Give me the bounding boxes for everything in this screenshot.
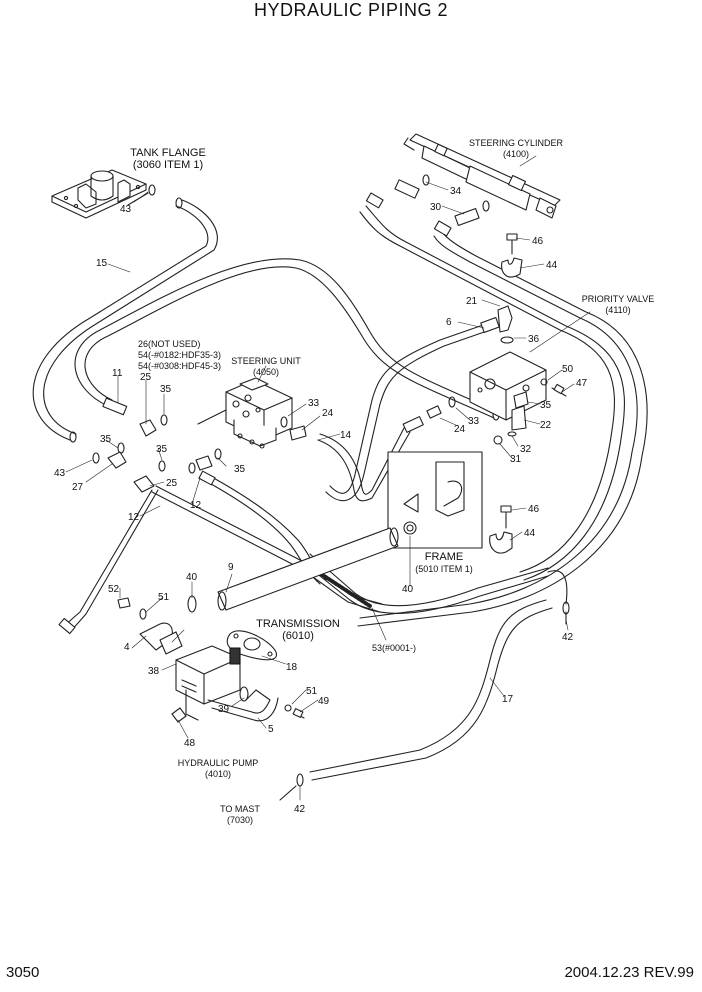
callout-11: 11 — [112, 368, 123, 379]
label-hydraulic-pump: HYDRAULIC PUMP — [178, 758, 259, 768]
tank-flange-part — [51, 169, 156, 219]
callout-39: 39 — [218, 704, 230, 715]
hose-6 — [325, 317, 500, 502]
steering-unit-fittings — [92, 414, 307, 493]
callout-44: 44 — [546, 260, 558, 271]
pipe-9 — [217, 527, 399, 611]
label-to-mast-ref: (7030) — [227, 815, 253, 825]
component-labels: TANK FLANGE (3060 ITEM 1) STEERING CYLIN… — [130, 138, 654, 825]
callout-4: 4 — [124, 642, 130, 653]
callout-24: 24 — [454, 424, 466, 435]
label-note-53: 53(#0001-) — [372, 643, 416, 653]
callout-24: 24 — [322, 408, 334, 419]
label-steering-cylinder-ref: (4100) — [503, 149, 529, 159]
label-tank-flange: TANK FLANGE — [130, 147, 206, 159]
clamp-44-lower — [489, 505, 513, 554]
callout-6: 6 — [446, 317, 452, 328]
callout-44: 44 — [524, 528, 536, 539]
callout-33: 33 — [308, 398, 320, 409]
callout-35: 35 — [540, 400, 552, 411]
label-steering-unit-ref: (4050) — [253, 367, 279, 377]
callout-49: 49 — [318, 696, 330, 707]
label-note-54a: 54(-#0182:HDF35-3) — [138, 350, 221, 360]
callout-46: 46 — [528, 504, 540, 515]
callout-25: 25 — [166, 478, 178, 489]
callout-43: 43 — [54, 468, 66, 479]
label-not-used-26: 26(NOT USED) — [138, 339, 200, 349]
callout-27: 27 — [72, 482, 84, 493]
callout-51: 51 — [158, 592, 170, 603]
callout-42: 42 — [562, 632, 574, 643]
callout-36: 36 — [528, 334, 540, 345]
callout-22: 22 — [540, 420, 552, 431]
label-transmission: TRANSMISSION — [256, 618, 340, 630]
callout-51: 51 — [306, 686, 318, 697]
callout-14: 14 — [340, 430, 352, 441]
steering-cylinder-part — [403, 133, 561, 219]
revision-date: 2004.12.23 REV.99 — [564, 964, 694, 981]
hose-14 — [317, 396, 456, 502]
callout-35: 35 — [100, 434, 112, 445]
callout-21: 21 — [466, 296, 478, 307]
label-note-54b: 54(-#0308:HDF45-3) — [138, 361, 221, 371]
callout-46: 46 — [532, 236, 544, 247]
hose-11 — [74, 258, 500, 421]
callout-52: 52 — [108, 584, 120, 595]
hose-42-right — [547, 570, 570, 625]
callout-12: 12 — [128, 512, 140, 523]
label-priority-valve-ref: (4110) — [605, 305, 630, 315]
callout-34: 34 — [450, 186, 462, 197]
pump-fittings — [117, 595, 305, 722]
callout-15: 15 — [96, 258, 108, 269]
label-tank-flange-ref: (3060 ITEM 1) — [133, 159, 203, 171]
label-steering-unit: STEERING UNIT — [231, 356, 301, 366]
callout-50: 50 — [562, 364, 574, 375]
callout-35: 35 — [234, 464, 246, 475]
callout-31: 31 — [510, 454, 522, 465]
callout-25: 25 — [140, 372, 152, 383]
callout-48: 48 — [184, 738, 196, 749]
label-frame-ref: (5010 ITEM 1) — [415, 564, 473, 574]
label-frame: FRAME — [425, 551, 464, 563]
callout-33: 33 — [468, 416, 480, 427]
hoses-30-34 — [357, 192, 648, 627]
callout-35: 35 — [156, 444, 168, 455]
callout-42: 42 — [294, 804, 306, 815]
hose-15 — [32, 197, 218, 443]
callout-5: 5 — [268, 724, 274, 735]
callout-17: 17 — [502, 694, 514, 705]
callout-40: 40 — [402, 584, 414, 595]
callout-47: 47 — [576, 378, 588, 389]
label-hydraulic-pump-ref: (4010) — [205, 769, 231, 779]
frame-part — [387, 451, 483, 549]
label-priority-valve: PRIORITY VALVE — [582, 294, 655, 304]
label-to-mast: TO MAST — [220, 804, 260, 814]
callout-35: 35 — [160, 384, 172, 395]
leader-lines — [65, 155, 591, 801]
callout-32: 32 — [520, 444, 532, 455]
callout-43: 43 — [120, 204, 132, 215]
hose-53 — [299, 553, 549, 614]
hydraulic-pump-part — [171, 645, 241, 723]
callout-38: 38 — [148, 666, 160, 677]
callout-9: 9 — [228, 562, 234, 573]
callout-40: 40 — [186, 572, 198, 583]
page-number: 3050 — [6, 964, 40, 981]
callout-30: 30 — [430, 202, 442, 213]
label-transmission-ref: (6010) — [282, 630, 314, 642]
page-title: HYDRAULIC PIPING 2 — [253, 0, 449, 20]
label-steering-cylinder: STEERING CYLINDER — [469, 138, 564, 148]
callout-12: 12 — [190, 500, 202, 511]
steering-unit-part — [197, 377, 293, 449]
priority-valve-part — [469, 305, 567, 445]
cylinder-fittings-30-34 — [394, 174, 490, 227]
clamp-44-upper — [501, 233, 523, 278]
callout-numbers: 43 15 11 25 35 35 35 43 27 25 35 12 12 3… — [54, 186, 588, 815]
callout-18: 18 — [286, 662, 298, 673]
